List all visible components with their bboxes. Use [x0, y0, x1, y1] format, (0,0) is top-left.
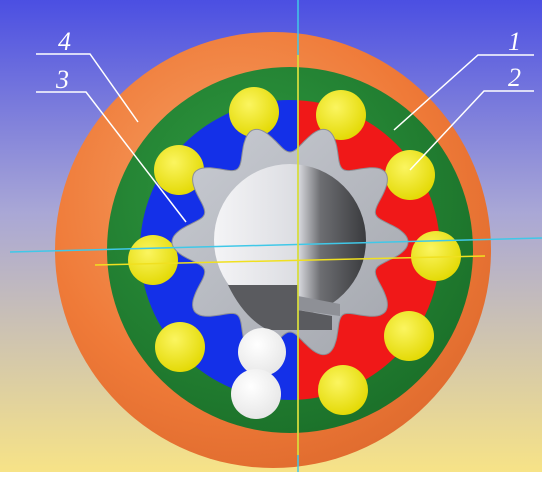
white-ball-upper	[238, 328, 286, 376]
leader-line-4	[36, 53, 139, 123]
roller-1	[229, 87, 279, 137]
leader-line-1	[393, 54, 534, 131]
label-2: 2	[508, 63, 521, 92]
roller-8	[128, 235, 178, 285]
keyway	[228, 285, 332, 330]
label-4: 4	[58, 27, 71, 56]
roller-2	[316, 90, 366, 140]
label-1: 1	[508, 27, 521, 56]
roller-4	[411, 231, 461, 281]
leader-line-2	[409, 90, 534, 171]
roller-9	[154, 145, 204, 195]
roller-6	[318, 365, 368, 415]
rollers	[128, 87, 461, 415]
roller-5	[384, 311, 434, 361]
roller-3	[385, 150, 435, 200]
horizontal-axis-yellow	[94, 255, 486, 266]
label-3: 3	[55, 65, 69, 94]
roller-7	[155, 322, 205, 372]
bore	[214, 164, 366, 316]
white-ball-lower	[231, 369, 281, 419]
horizontal-axis-cyan	[9, 237, 542, 253]
key-slot	[298, 296, 340, 316]
leader-line-3	[36, 91, 187, 223]
